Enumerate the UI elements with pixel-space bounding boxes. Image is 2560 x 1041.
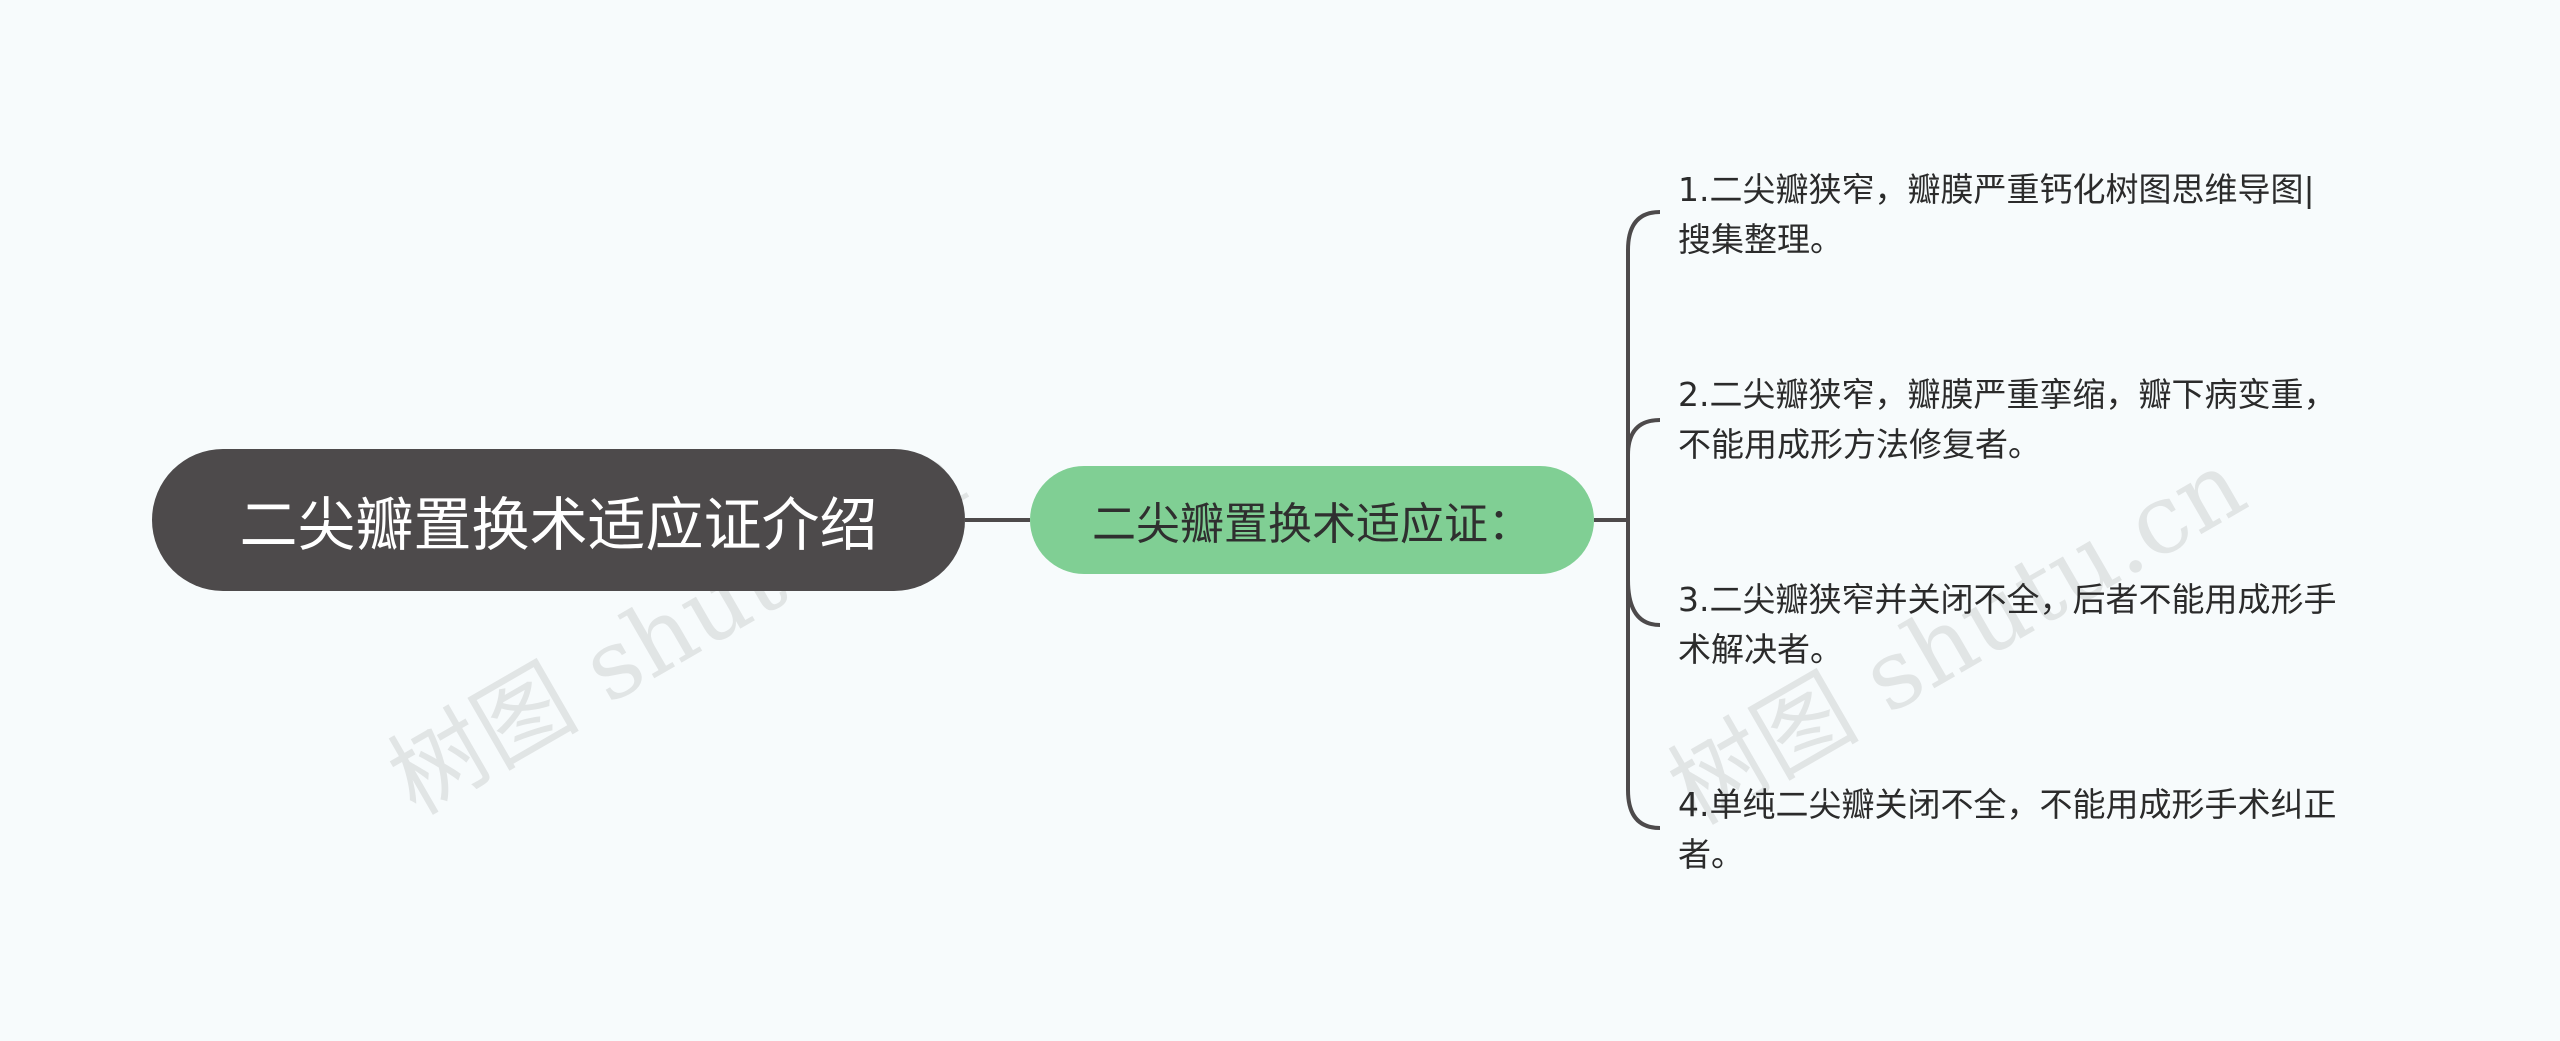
leaf-2-tick bbox=[1626, 418, 1661, 456]
root-node-label: 二尖瓣置换术适应证介绍 bbox=[239, 491, 878, 559]
leaf-node[interactable]: 2.二尖瓣狭窄，瓣膜严重挛缩，瓣下病变重， 不能用成形方法修复者。 bbox=[1678, 375, 2337, 464]
branch-node[interactable]: 二尖瓣置换术适应证： bbox=[1030, 466, 1594, 574]
leaf-node[interactable]: 3.二尖瓣狭窄并关闭不全，后者不能用成形手 术解决者。 bbox=[1678, 580, 2337, 669]
leaf-node[interactable]: 4.单纯二尖瓣关闭不全，不能用成形手术纠正 者。 bbox=[1678, 785, 2337, 874]
leaf-3-tick bbox=[1626, 579, 1661, 627]
branch-node-label: 二尖瓣置换术适应证： bbox=[1092, 499, 1532, 550]
root-node[interactable]: 二尖瓣置换术适应证介绍 bbox=[152, 449, 965, 591]
leaf-node[interactable]: 1.二尖瓣狭窄，瓣膜严重钙化树图思维导图| 搜集整理。 bbox=[1678, 170, 2315, 259]
leaf-bracket bbox=[1626, 210, 1661, 830]
